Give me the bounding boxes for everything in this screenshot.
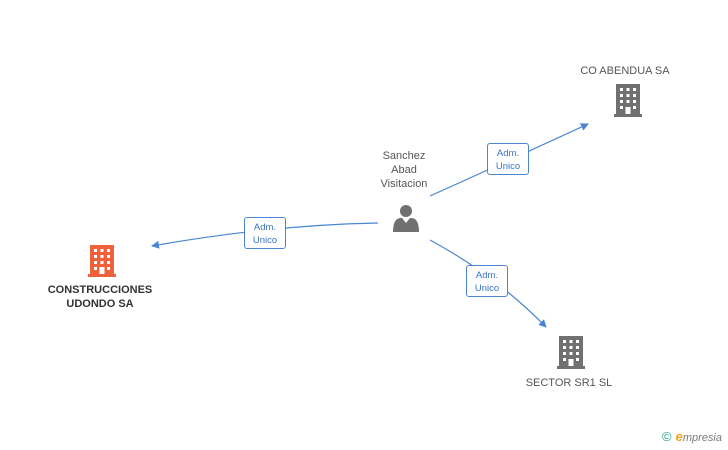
person-name-line: Abad — [391, 164, 417, 176]
edge-label-line: Unico — [495, 161, 521, 172]
edge-label-co-abendua: Adm. Unico — [487, 143, 529, 175]
company-label-sector[interactable]: SECTOR SR1 SL — [525, 377, 613, 389]
copyright-symbol: © — [662, 429, 672, 444]
company-label-construcciones[interactable]: CONSTRUCCIONES UDONDO SA — [38, 283, 162, 311]
edge-label-sector: Adm. Unico — [466, 265, 508, 297]
edge-label-line: Adm. — [496, 148, 520, 159]
edge-label-line: Adm. — [253, 222, 277, 233]
edge-label-line: Adm. — [475, 270, 499, 281]
edge-label-construcciones: Adm. Unico — [244, 217, 286, 249]
company-name-line: CONSTRUCCIONES — [47, 284, 153, 296]
empresia-watermark: ©empresia — [662, 429, 722, 444]
person-name-line: Sanchez — [382, 150, 426, 162]
company-name-line: UDONDO SA — [66, 298, 134, 310]
edge-label-line: Unico — [252, 235, 278, 246]
person-name-label[interactable]: Sanchez Abad Visitacion — [366, 149, 442, 191]
empresia-logo-initial: e — [675, 429, 683, 444]
building-icon[interactable] — [557, 336, 585, 369]
empresia-logo-text: mpresia — [682, 432, 722, 444]
company-label-co-abendua[interactable]: CO ABENDUA SA — [580, 65, 670, 77]
person-name-line: Visitacion — [380, 178, 428, 190]
person-icon[interactable] — [393, 205, 419, 232]
edge-label-line: Unico — [474, 283, 500, 294]
building-icon[interactable] — [614, 84, 642, 117]
building-icon[interactable] — [88, 245, 116, 277]
